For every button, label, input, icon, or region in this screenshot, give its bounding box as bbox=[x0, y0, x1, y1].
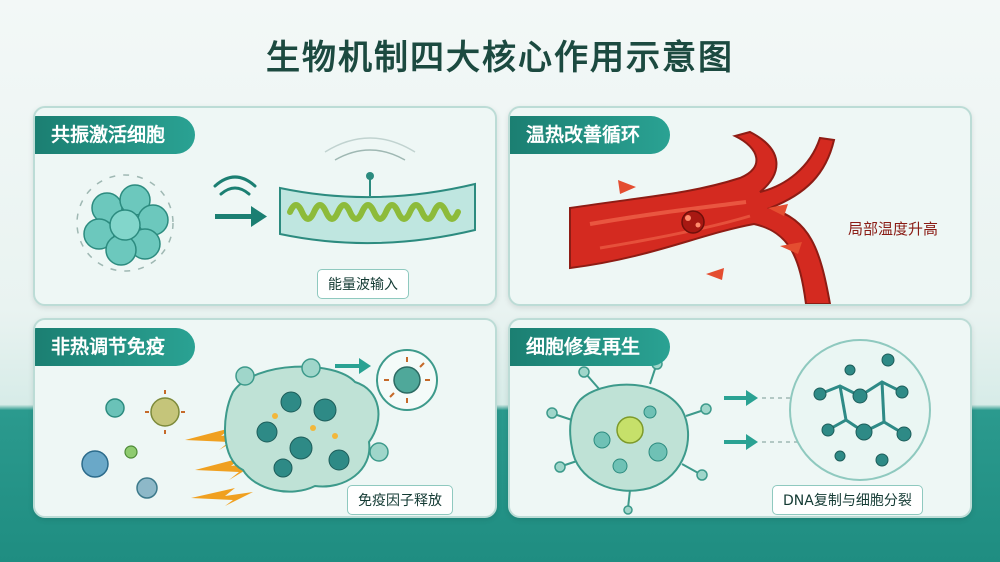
local-temperature-rise-label: 局部温度升高 bbox=[848, 220, 939, 238]
wave-signal-icon bbox=[213, 175, 257, 196]
panel-cell-regeneration: 细胞修复再生 bbox=[508, 318, 972, 518]
cell-icon bbox=[546, 358, 712, 515]
panel-title: 细胞修复再生 bbox=[510, 328, 671, 366]
immune-illustration bbox=[81, 349, 438, 506]
circulation-illustration bbox=[569, 130, 836, 304]
panel-immune-modulation: 非热调节免疫 bbox=[33, 318, 497, 518]
panel-title: 温热改善循环 bbox=[510, 116, 671, 154]
panel-resonance-activation: 共振激活细胞 能量波输入 bbox=[33, 106, 497, 306]
panel-title: 非热调节免疫 bbox=[35, 328, 196, 366]
energy-wave-input-label: 能量波输入 bbox=[317, 269, 409, 299]
lightning-arrow-icons bbox=[185, 428, 259, 506]
virus-icons bbox=[81, 390, 185, 499]
membrane-icon bbox=[279, 137, 476, 245]
page-title: 生物机制四大核心作用示意图 bbox=[266, 38, 734, 78]
panel-thermal-circulation: 温热改善循环 局部温度升高 bbox=[508, 106, 972, 306]
panel-title: 共振激活细胞 bbox=[35, 116, 196, 154]
arrow-right-icon bbox=[335, 358, 371, 374]
dna-division-icon bbox=[789, 339, 931, 481]
resonance-illustration bbox=[76, 137, 476, 272]
heat-arrow-icons bbox=[618, 180, 802, 280]
arrow-right-icon bbox=[724, 434, 798, 450]
blood-vessel-icon bbox=[569, 130, 836, 304]
dna-replication-division-label: DNA复制与细胞分裂 bbox=[772, 485, 923, 515]
immune-factor-release-label: 免疫因子释放 bbox=[347, 485, 453, 515]
cell-cluster-icon bbox=[76, 174, 174, 272]
immune-cell-icon bbox=[224, 358, 389, 493]
arrow-right-icon bbox=[215, 206, 267, 227]
arrow-right-icon bbox=[724, 390, 798, 406]
regeneration-illustration bbox=[546, 339, 931, 515]
magnified-virus-icon bbox=[376, 349, 438, 411]
